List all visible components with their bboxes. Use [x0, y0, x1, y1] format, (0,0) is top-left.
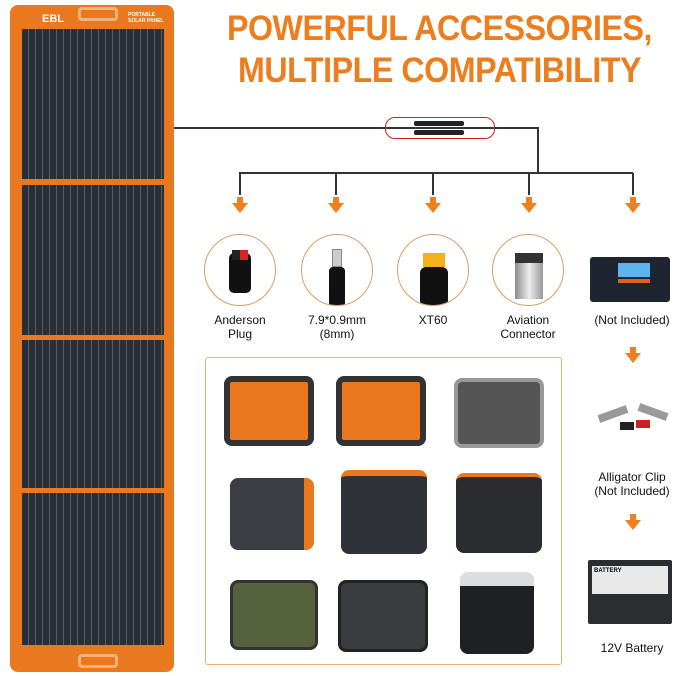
branch-line [528, 173, 530, 195]
panel-label-2: SOLAR PANEL [128, 18, 164, 24]
label-battery: 12V Battery [600, 641, 664, 655]
aviation-connector-icon [492, 234, 564, 306]
power-station-image [230, 580, 318, 650]
solar-cell-3 [22, 340, 164, 488]
arrow-down-icon [625, 353, 641, 363]
handle-bottom [78, 654, 118, 668]
distribution-line [239, 172, 633, 174]
label-line: Connector [500, 327, 556, 341]
arrow-down-icon [526, 197, 532, 203]
branch-line [335, 173, 337, 195]
arrow-down-icon [333, 197, 339, 203]
anderson-plug-icon [204, 234, 276, 306]
label-line: (8mm) [319, 327, 355, 341]
arrow-down-icon [630, 514, 636, 520]
label-line: Plug [227, 327, 253, 341]
label-line: XT60 [418, 313, 448, 327]
solar-cell-2 [22, 185, 164, 335]
battery-image: BATTERY [588, 560, 672, 624]
label-line: Alligator Clip [598, 470, 666, 484]
arrow-down-icon [630, 197, 636, 203]
power-station-image [338, 580, 428, 652]
headline-line-2: MULTIPLE COMPATIBILITY [237, 51, 642, 90]
power-station-image [336, 376, 426, 446]
arrow-down-icon [237, 197, 243, 203]
power-station-image [460, 572, 534, 654]
cable [174, 127, 538, 129]
arrow-down-icon [625, 520, 641, 530]
charge-controller-image [590, 257, 670, 302]
arrow-down-icon [630, 347, 636, 353]
headline-line-1: POWERFUL ACCESSORIES, [226, 9, 653, 48]
power-station-image [230, 478, 314, 550]
label-dc: 7.9*0.9mm(8mm) [287, 313, 387, 341]
dc-plug-icon [301, 234, 373, 306]
label-alligator: Alligator Clip(Not Included) [582, 470, 679, 498]
battery-case-text: BATTERY [592, 566, 668, 594]
branch-line [239, 173, 241, 195]
label-controller: (Not Included) [594, 313, 670, 327]
power-station-image [454, 378, 544, 448]
brand-logo: EBL [42, 13, 64, 25]
headline: POWERFUL ACCESSORIES, MULTIPLE COMPATIBI… [219, 8, 660, 92]
arrow-down-icon [430, 197, 436, 203]
alligator-clip-image [597, 400, 669, 440]
label-line: Anderson [214, 313, 266, 327]
label-line: Aviation [506, 313, 550, 327]
label-line: 7.9*0.9mm [307, 313, 367, 327]
arrow-down-icon [425, 203, 441, 213]
branch-line [632, 173, 634, 195]
power-station-image [224, 376, 314, 446]
panel-label-1: PORTABLE [128, 12, 156, 18]
label-xt60: XT60 [383, 313, 483, 327]
branch-line [432, 173, 434, 195]
xt60-plug-icon [397, 234, 469, 306]
solar-cell-1 [22, 29, 164, 179]
arrow-down-icon [328, 203, 344, 213]
arrow-down-icon [232, 203, 248, 213]
mc4-connector-icon [385, 117, 495, 139]
arrow-down-icon [521, 203, 537, 213]
solar-cell-4 [22, 493, 164, 645]
arrow-down-icon [625, 203, 641, 213]
cable-drop [537, 127, 539, 173]
handle-top [78, 7, 118, 21]
power-station-image [456, 473, 542, 553]
power-stations-box [205, 357, 562, 665]
label-line: (Not Included) [594, 484, 670, 498]
power-station-image [341, 470, 427, 554]
